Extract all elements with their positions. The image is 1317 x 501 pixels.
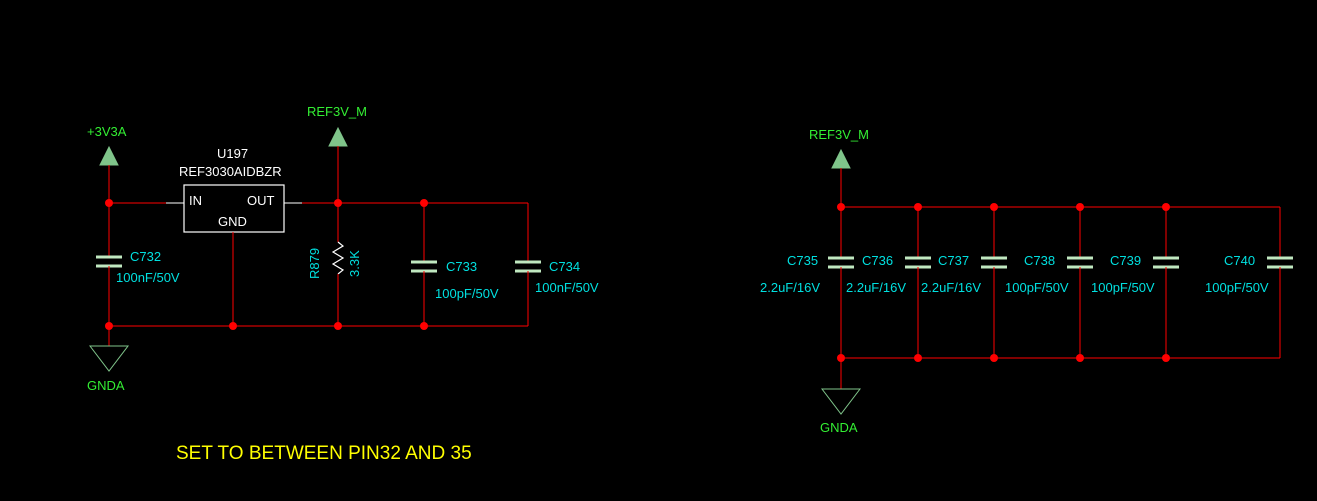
net-label-ref3v-m: REF3V_M [809, 127, 869, 142]
cap-ref: C734 [549, 259, 580, 274]
capacitor-c738[interactable]: C738 100pF/50V [1005, 207, 1093, 358]
junction-dot [1162, 354, 1170, 362]
ic-ref: U197 [217, 146, 248, 161]
junction-dot [229, 322, 237, 330]
ground-icon [88, 345, 130, 372]
capacitor-c732[interactable]: C732 100nF/50V [96, 203, 180, 326]
resistor-ref: R879 [307, 248, 322, 279]
power-symbol-ref3v-right[interactable]: REF3V_M [809, 127, 869, 207]
junction-dot [105, 322, 113, 330]
ground-symbol-right[interactable]: GNDA [820, 358, 862, 435]
net-label-3v3a: +3V3A [87, 124, 127, 139]
junction-dot [1162, 203, 1170, 211]
capacitor-c739[interactable]: C739 100pF/50V [1091, 207, 1179, 358]
right-circuit: REF3V_M C735 2.2uF/16V C736 2.2uF/16V [760, 127, 1293, 435]
junction-dot [1076, 203, 1084, 211]
cap-value: 100pF/50V [435, 286, 499, 301]
cap-ref: C736 [862, 253, 893, 268]
cap-ref: C732 [130, 249, 161, 264]
ic-u197[interactable]: U197 REF3030AIDBZR IN OUT GND [166, 146, 302, 233]
cap-value: 2.2uF/16V [846, 280, 906, 295]
capacitor-c733[interactable]: C733 100pF/50V [411, 203, 499, 326]
junction-dot [334, 322, 342, 330]
cap-value: 100nF/50V [116, 270, 180, 285]
cap-value: 100nF/50V [535, 280, 599, 295]
ic-body [183, 184, 285, 233]
ic-pin-out: OUT [247, 193, 275, 208]
cap-ref: C735 [787, 253, 818, 268]
ic-value: REF3030AIDBZR [179, 164, 282, 179]
net-label-gnda: GNDA [820, 420, 858, 435]
junction-dot [990, 354, 998, 362]
cap-ref: C740 [1224, 253, 1255, 268]
cap-value: 2.2uF/16V [760, 280, 820, 295]
ic-pin-in: IN [189, 193, 202, 208]
capacitor-c735[interactable]: C735 2.2uF/16V [760, 207, 854, 358]
junction-dot [837, 354, 845, 362]
junction-dot [334, 199, 342, 207]
design-note: SET TO BETWEEN PIN32 AND 35 [176, 443, 472, 464]
junction-dots-right [837, 203, 1170, 362]
junction-dot [914, 354, 922, 362]
cap-value: 100pF/50V [1005, 280, 1069, 295]
cap-ref: C737 [938, 253, 969, 268]
power-symbol-ref3v-left[interactable]: REF3V_M [307, 104, 367, 203]
resistor-value: 3.3K [347, 250, 362, 277]
junction-dot [990, 203, 998, 211]
junction-dot [420, 322, 428, 330]
capacitor-c736[interactable]: C736 2.2uF/16V [846, 207, 931, 358]
junction-dot [837, 203, 845, 211]
left-circuit: +3V3A REF3V_M U197 REF3030AIDBZR IN OUT … [87, 104, 599, 393]
cap-ref: C739 [1110, 253, 1141, 268]
capacitor-c734[interactable]: C734 100nF/50V [515, 203, 599, 326]
resistor-body [331, 241, 345, 275]
power-arrow-icon [328, 126, 348, 147]
ic-pin-gnd: GND [218, 214, 247, 229]
power-arrow-icon [831, 148, 851, 169]
ground-icon [820, 388, 862, 415]
capacitor-c737[interactable]: C737 2.2uF/16V [921, 207, 1007, 358]
net-label-ref3v-m: REF3V_M [307, 104, 367, 119]
junction-dot [914, 203, 922, 211]
cap-value: 2.2uF/16V [921, 280, 981, 295]
power-arrow-icon [99, 145, 119, 166]
junction-dot [105, 199, 113, 207]
capacitor-c740[interactable]: C740 100pF/50V [1205, 207, 1293, 358]
junction-dot [1076, 354, 1084, 362]
junction-dot [420, 199, 428, 207]
net-label-gnda: GNDA [87, 378, 125, 393]
cap-ref: C733 [446, 259, 477, 274]
resistor-r879[interactable]: R879 3.3K [307, 203, 362, 326]
power-symbol-3v3a[interactable]: +3V3A [87, 124, 127, 203]
ground-symbol-left[interactable]: GNDA [87, 326, 130, 393]
cap-ref: C738 [1024, 253, 1055, 268]
cap-value: 100pF/50V [1091, 280, 1155, 295]
junction-dots-left [105, 199, 428, 330]
capacitor-bank: C735 2.2uF/16V C736 2.2uF/16V C737 2.2uF… [760, 207, 1293, 358]
cap-value: 100pF/50V [1205, 280, 1269, 295]
